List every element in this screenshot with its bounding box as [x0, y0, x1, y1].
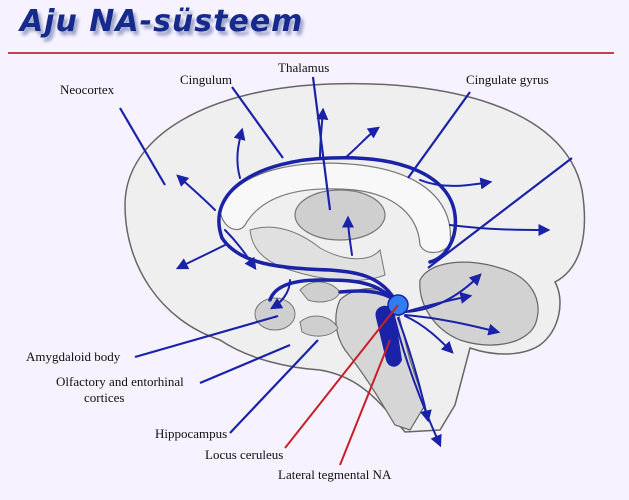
cingulum-bundle	[217, 155, 458, 302]
pointer-hippocampus	[229, 339, 319, 434]
label-hippocampus: Hippocampus	[155, 426, 228, 441]
branch-right	[449, 223, 551, 236]
label-neocortex: Neocortex	[60, 82, 115, 97]
label-locus-ceruleus: Locus ceruleus	[205, 447, 284, 462]
branch-upper-left	[233, 127, 246, 179]
title-divider	[8, 52, 614, 54]
brainstem	[335, 288, 426, 431]
pointer-locus-ceruleus	[284, 304, 399, 449]
branch-lower-mid	[269, 279, 291, 310]
branch-lower-left	[175, 244, 226, 270]
cerebellum	[419, 261, 539, 346]
pointer-amygdaloid-body	[134, 314, 279, 359]
label-cingulate-gyrus: Cingulate gyrus	[466, 72, 549, 87]
corpus-callosum	[219, 162, 452, 254]
label-olfactory-line1: Olfactory and entorhinal	[56, 374, 184, 389]
pointer-cingulate-gyrus	[407, 91, 471, 179]
label-thalamus: Thalamus	[278, 60, 330, 75]
branch-right-upper	[419, 177, 493, 190]
label-cingulum: Cingulum	[180, 72, 233, 87]
diagram-title: Aju NA-süsteem	[20, 4, 304, 39]
branch-top-right	[344, 126, 380, 159]
branch-left	[176, 174, 216, 211]
label-amygdaloid-body: Amygdaloid body	[26, 349, 121, 364]
pointer-thalamus	[311, 76, 332, 211]
brain-outline	[124, 82, 586, 433]
pointer-neocortex	[119, 107, 166, 186]
pointer-lateral-tegmental	[339, 339, 391, 466]
branch-cerebellum-3	[404, 273, 482, 313]
label-lateral-tegmental: Lateral tegmental NA	[278, 467, 392, 482]
descending-branch-2	[394, 319, 442, 448]
thalamus	[294, 189, 386, 241]
pointer-right-cortex	[427, 157, 573, 269]
branch-thalamus	[342, 215, 355, 256]
ascending-fiber-bundle	[268, 278, 399, 307]
pointer-olfactory	[199, 343, 291, 385]
branch-cerebellum-4	[404, 315, 454, 354]
branch-left-mid	[224, 229, 257, 270]
pointer-cingulum	[231, 86, 284, 159]
branch-cerebellum-2	[404, 314, 501, 336]
lateral-tegmental-na	[375, 305, 402, 367]
amygdala	[254, 297, 296, 331]
label-olfactory-line2: cortices	[84, 390, 125, 405]
